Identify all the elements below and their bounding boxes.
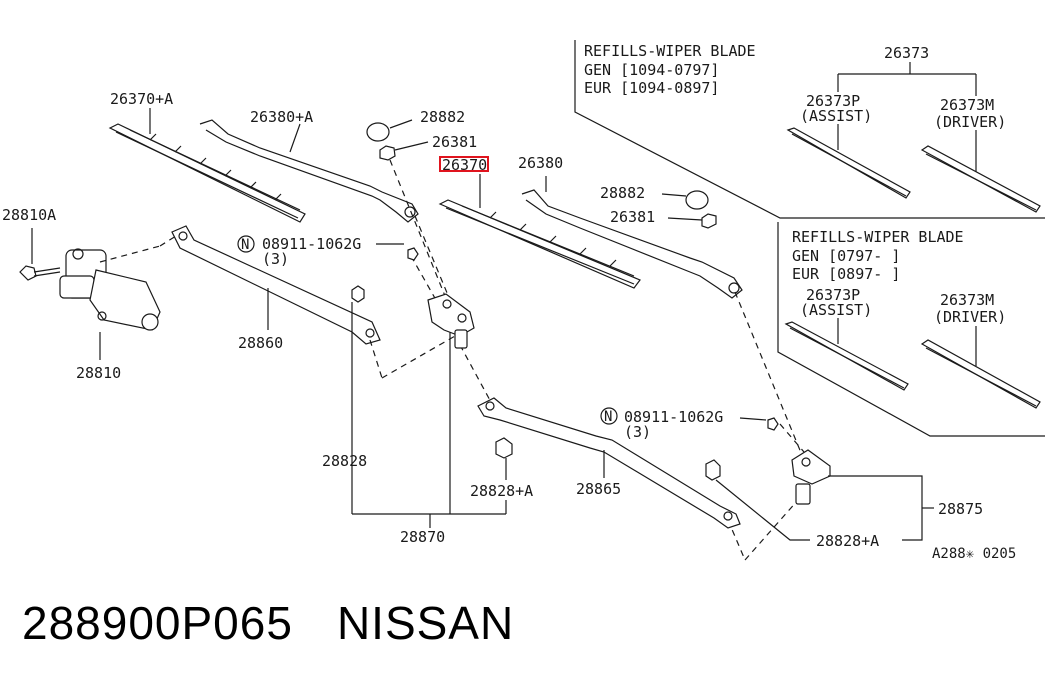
refill-bottom-driver-part[interactable]: 26373M <box>940 291 994 309</box>
refill-bottom-assist-part[interactable]: 26373P <box>806 286 860 304</box>
refill-top-assist-label: (ASSIST) <box>800 107 872 125</box>
refill-top-parent[interactable]: 26373 <box>884 44 929 62</box>
wiper-arm-right <box>521 189 743 299</box>
footer-brand: NISSAN <box>336 597 515 649</box>
refill-top-gen: GEN [1094-0797] <box>584 61 719 79</box>
n-symbol-left-text: N <box>241 237 249 253</box>
refill-top-driver-label: (DRIVER) <box>934 113 1006 131</box>
refill-bottom-title: REFILLS-WIPER BLADE <box>792 228 964 246</box>
label-26370[interactable]: 26370 <box>442 156 487 174</box>
wiper-blade-right <box>438 190 641 289</box>
refill-tree-bottom <box>784 318 1041 409</box>
footer-part-number: 288900P065 <box>22 597 293 649</box>
label-26370a[interactable]: 26370+A <box>110 90 173 108</box>
pivot-right-a <box>705 459 810 541</box>
label-08911-right[interactable]: 08911-1062G <box>624 408 723 426</box>
refill-tree-top <box>786 62 1041 213</box>
nut-26381-left <box>379 141 429 161</box>
label-qty-right: (3) <box>624 423 651 441</box>
link-rod-right <box>477 397 741 529</box>
label-26381-right[interactable]: 26381 <box>610 208 655 226</box>
label-28882-left[interactable]: 28882 <box>420 108 465 126</box>
refill-top-eur: EUR [1094-0897] <box>584 79 719 97</box>
wiper-arm-left <box>199 119 419 223</box>
label-28828a-center[interactable]: 28828+A <box>470 482 533 500</box>
leader-lines <box>149 108 547 192</box>
label-28828[interactable]: 28828 <box>322 452 367 470</box>
refill-top-driver-part[interactable]: 26373M <box>940 96 994 114</box>
n-symbol-left: N <box>237 235 255 253</box>
label-qty-left: (3) <box>262 250 289 268</box>
cap-28882-left <box>366 119 413 142</box>
pivot-left <box>351 285 365 514</box>
wiper-motor <box>59 235 177 360</box>
refill-bottom-gen: GEN [0797- ] <box>792 247 900 265</box>
highlight-26370 <box>439 156 489 172</box>
label-26381-left[interactable]: 26381 <box>432 133 477 151</box>
label-28875[interactable]: 28875 <box>938 500 983 518</box>
refill-bottom-eur: EUR [0897- ] <box>792 265 900 283</box>
pivot-center-a <box>495 437 513 514</box>
label-28810a[interactable]: 28810A <box>2 206 56 224</box>
label-28810[interactable]: 28810 <box>76 364 121 382</box>
pivot-bracket-center <box>427 293 475 514</box>
link-rod-left <box>171 225 381 345</box>
label-28870[interactable]: 28870 <box>400 528 445 546</box>
pivot-right-assy <box>791 449 934 541</box>
n-symbol-right-text: N <box>604 409 612 425</box>
label-26380a[interactable]: 26380+A <box>250 108 313 126</box>
refill-bottom-assist-label: (ASSIST) <box>800 301 872 319</box>
label-ref-code: A288✳ 0205 <box>932 546 1016 562</box>
nut-26381-right <box>667 213 717 229</box>
cap-28882-right <box>661 190 709 210</box>
nut-08911-left <box>376 243 419 261</box>
refill-top-assist-part[interactable]: 26373P <box>806 92 860 110</box>
bolt-28810a <box>19 228 61 281</box>
refill-top-title: REFILLS-WIPER BLADE <box>584 42 756 60</box>
refill-box-outline <box>574 40 1045 437</box>
refill-bottom-driver-label: (DRIVER) <box>934 308 1006 326</box>
footer: 288900P065 NISSAN <box>22 596 558 650</box>
label-26380[interactable]: 26380 <box>518 154 563 172</box>
label-28828a-right[interactable]: 28828+A <box>816 532 879 550</box>
dashed-guides <box>369 159 805 561</box>
n-symbol-right: N <box>600 407 618 425</box>
wiper-blade-left <box>108 118 306 223</box>
nut-08911-right <box>739 417 779 431</box>
label-28882-right[interactable]: 28882 <box>600 184 645 202</box>
label-28865[interactable]: 28865 <box>576 480 621 498</box>
label-08911-left[interactable]: 08911-1062G <box>262 235 361 253</box>
label-28860[interactable]: 28860 <box>238 334 283 352</box>
